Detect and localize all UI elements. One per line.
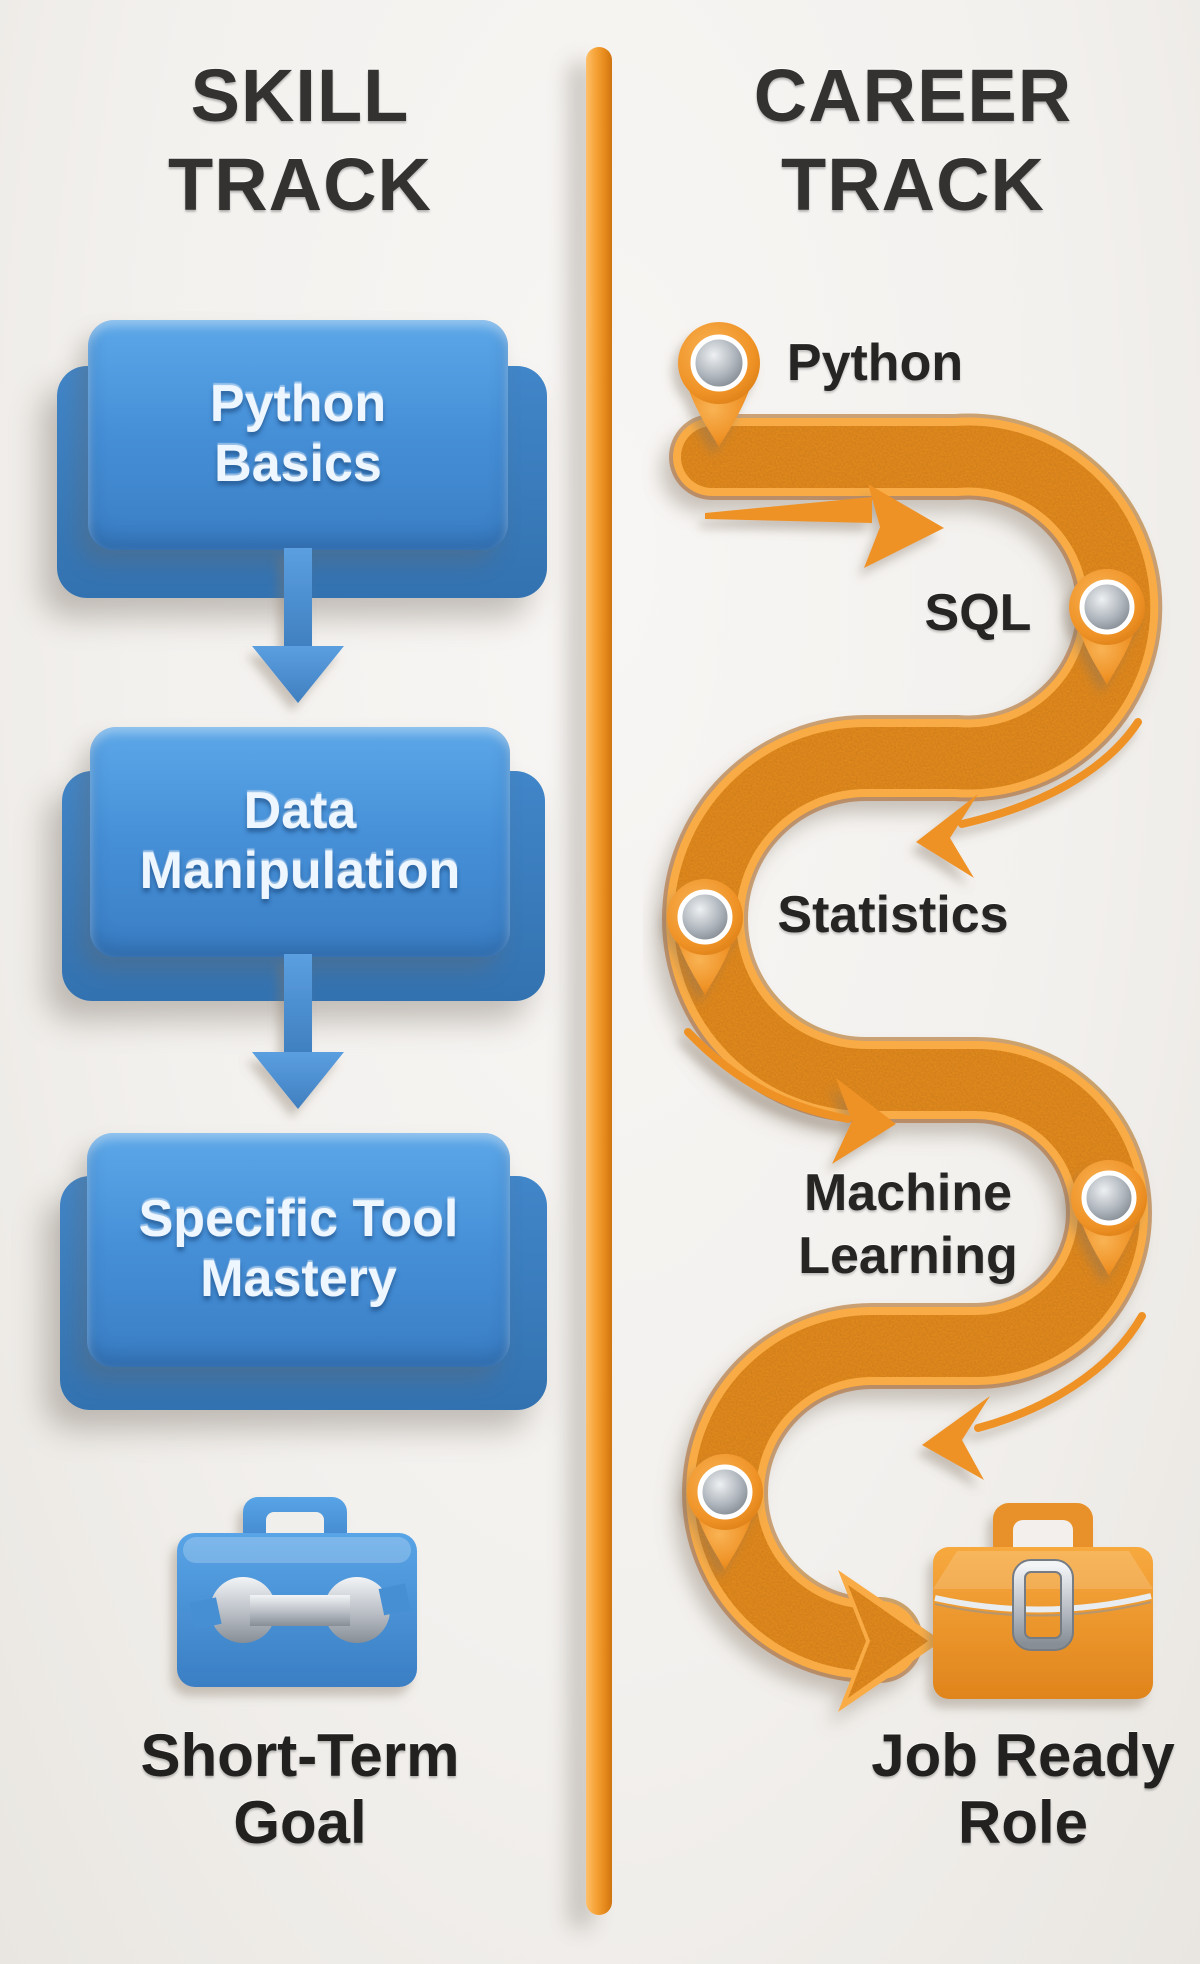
career-track-title: CAREER TRACK	[753, 54, 1073, 226]
skill-box-1: Python Basics	[88, 320, 508, 550]
wrench-icon	[189, 1577, 411, 1643]
skill-goal-label: Short-Term Goal	[140, 1722, 460, 1857]
path-end-arrowhead	[838, 1570, 942, 1712]
skill-box-3: Specific Tool Mastery	[87, 1133, 510, 1367]
career-goal-label: Job Ready Role	[871, 1722, 1175, 1857]
flow-arrow-1	[252, 548, 344, 703]
accent-arrow-left-2	[922, 1312, 1146, 1480]
skill-box-1-label: Python Basics	[209, 375, 387, 493]
skill-track-title: SKILL TRACK	[168, 54, 432, 226]
milestone-label-python: Python	[786, 334, 964, 392]
career-path	[705, 457, 1119, 1712]
skill-box-2: Data Manipulation	[90, 727, 510, 957]
divider-line	[586, 47, 612, 1915]
milestone-label-machine-learning: Machine Learning	[798, 1164, 1018, 1286]
skill-box-2-label: Data Manipulation	[139, 782, 461, 900]
toolbox-wrench-icon	[177, 1497, 417, 1687]
milestone-pin-statistics	[667, 879, 743, 995]
skill-box-3-label: Specific Tool Mastery	[138, 1190, 459, 1308]
milestone-label-sql: SQL	[924, 584, 1032, 642]
accent-arrow-left-1	[916, 718, 1142, 878]
milestone-pin-sql	[1069, 569, 1145, 685]
briefcase-icon	[933, 1503, 1153, 1699]
accent-arrow-right-1	[705, 484, 944, 568]
accent-arrow-right-2	[684, 1028, 896, 1164]
accent-arrows	[684, 484, 1146, 1480]
flow-arrow-2	[252, 954, 344, 1109]
milestone-pin-final	[687, 1454, 763, 1570]
milestone-pin-python	[678, 322, 760, 447]
milestone-pin-machine-learning	[1071, 1160, 1147, 1276]
milestone-label-statistics: Statistics	[777, 886, 1009, 944]
